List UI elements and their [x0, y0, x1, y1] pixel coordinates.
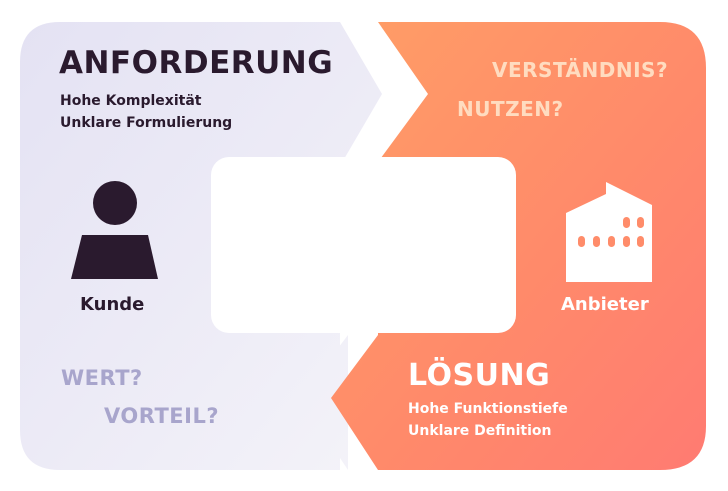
- person-icon: [71, 181, 158, 279]
- understanding-question: VERSTÄNDNIS?: [492, 58, 669, 82]
- provider-panel: [331, 22, 706, 470]
- provider-label: Anbieter: [561, 294, 649, 315]
- usefulness-question: NUTZEN?: [457, 97, 564, 121]
- factory-icon: [566, 182, 652, 282]
- requirement-heading: ANFORDERUNG: [59, 45, 334, 81]
- value-question: WERT?: [61, 366, 143, 390]
- customer-label: Kunde: [80, 294, 145, 315]
- benefit-question: VORTEIL?: [104, 404, 220, 428]
- requirement-line-2: Unklare Formulierung: [60, 115, 233, 131]
- customer-panel: [20, 22, 382, 470]
- center-box: [211, 157, 516, 333]
- requirement-line-1: Hohe Komplexität: [60, 93, 202, 109]
- solution-line-2: Unklare Definition: [408, 423, 552, 439]
- solution-line-1: Hohe Funktionstiefe: [408, 401, 568, 417]
- solution-heading: LÖSUNG: [408, 358, 551, 393]
